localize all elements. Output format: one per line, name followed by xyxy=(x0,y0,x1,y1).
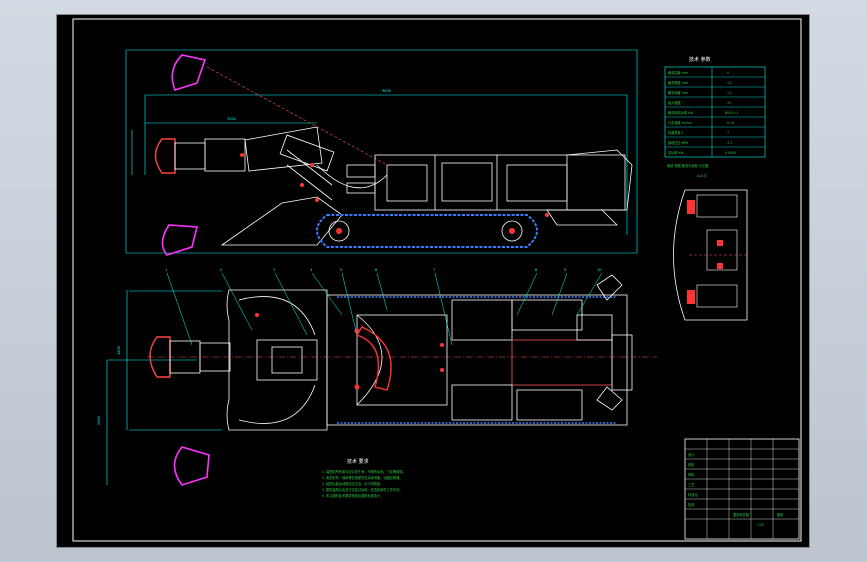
dim-width: 2600 xyxy=(97,416,101,425)
balloon-1: 1 xyxy=(165,268,167,272)
note-2: 2. 各密封件、轴承等在装配时应涂润滑脂，油路应畅通。 xyxy=(322,475,403,480)
balloon-3: 3 xyxy=(273,268,275,272)
drawing-name: 掘进机总图 xyxy=(733,512,749,517)
leader-lines xyxy=(166,272,603,346)
balloon-9: 9 xyxy=(564,268,566,272)
machine-body xyxy=(346,149,633,211)
param-value: 0 xyxy=(727,71,729,75)
top-pivot-points xyxy=(255,313,444,390)
top-boom xyxy=(169,289,328,431)
top-body xyxy=(326,294,633,426)
title-block-rows: 设计 校核 审核 工艺 标准化 批准 xyxy=(688,452,698,507)
param-value: 1.2 xyxy=(727,81,732,85)
part-balloons: 1 2 3 4 5 6 7 8 9 10 xyxy=(165,268,601,272)
param-name: 截割高度 mm xyxy=(668,70,688,75)
top-view: 2600 1800 xyxy=(97,268,657,486)
loading-apron xyxy=(220,196,343,246)
title-block: 设计 校核 审核 工艺 标准化 批准 掘进机总图 1:20 图纸 xyxy=(684,438,800,540)
tb-row-label: 校核 xyxy=(688,462,695,467)
top-dimension-lines xyxy=(106,290,222,485)
param-value: 0.14 xyxy=(727,121,734,125)
param-name: 总功率 kW xyxy=(668,150,684,155)
crawler-track xyxy=(316,214,538,248)
tech-param-rows: 截割高度 mm 0 截割宽度 mm 1.2 截割深度 mm 1.2 最大坡度 °… xyxy=(668,70,738,155)
tb-row-label: 批准 xyxy=(688,502,695,507)
cutter-head-top-swing xyxy=(173,446,210,486)
note-1: 1. 装配前所有零件应清洗干净，不得有毛刺、飞边等缺陷。 xyxy=(322,469,406,474)
param-name: 接地比压 MPa xyxy=(668,140,688,145)
param-name: 截割深度 mm xyxy=(668,90,688,95)
balloon-7: 7 xyxy=(433,268,435,272)
param-value: 7 xyxy=(727,131,729,135)
tech-table-title: 技术 参数 xyxy=(689,56,711,63)
dim-height: 1800 xyxy=(117,346,121,355)
cutter-head-lower xyxy=(161,224,199,256)
param-name: 最大坡度 ° xyxy=(668,100,684,105)
param-name: 截割电机功率 kW xyxy=(668,110,694,115)
tech-param-table: 技术 参数 截割高度 mm 0 截割宽度 mm 1.2 截割深度 mm 1.2 … xyxy=(664,56,766,158)
top-tracks xyxy=(337,296,617,424)
tb-row-label: 标准化 xyxy=(688,492,698,497)
side-dimension-lines xyxy=(125,49,638,254)
cutting-boom xyxy=(174,126,388,201)
inner-frame xyxy=(72,18,802,542)
balloon-2: 2 xyxy=(220,268,222,272)
note-4: 4. 整机装配后应进行空载试运转，检查各部件工作情况。 xyxy=(322,487,403,492)
cutter-head-top-front xyxy=(149,336,171,378)
drawing-sheet: 9800 3200 xyxy=(56,14,810,548)
param-value: 0.0000 xyxy=(725,151,736,155)
aux-section-view: 局部 视图 截割头剖面 示意图 A-A 向 xyxy=(667,163,749,321)
balloon-6: 6 xyxy=(375,268,377,272)
side-view: 9800 3200 xyxy=(125,49,638,256)
balloon-5: 5 xyxy=(340,268,342,272)
note-5: 5. 未注明的技术要求按相应国家标准执行。 xyxy=(322,493,383,498)
dim-boom-length: 3200 xyxy=(227,117,236,121)
dim-overall-length: 9800 xyxy=(382,89,391,93)
drawing-canvas: 9800 3200 xyxy=(72,18,802,542)
drawing-scale: 1:20 xyxy=(757,523,764,527)
tb-row-label: 工艺 xyxy=(688,482,694,487)
tb-row-label: 审核 xyxy=(688,472,695,477)
balloon-10: 10 xyxy=(597,268,601,272)
gathering-arms xyxy=(596,274,623,411)
param-value: 15 xyxy=(727,101,731,105)
conveyor-tail-side xyxy=(546,209,618,226)
cutter-head-upper xyxy=(171,54,207,91)
technical-notes: 技术 要求 1. 装配前所有零件应清洗干净，不得有毛刺、飞边等缺陷。 2. 各密… xyxy=(322,458,406,498)
pivot-points xyxy=(240,153,549,217)
param-name: 行走速度 m/min xyxy=(668,120,692,125)
slewing-ring xyxy=(355,326,392,391)
swing-centerline xyxy=(206,66,388,166)
param-name: 机器重量 t xyxy=(668,130,684,135)
param-name: 截割宽度 mm xyxy=(668,80,688,85)
notes-title: 技术 要求 xyxy=(347,458,369,465)
balloon-4: 4 xyxy=(310,268,313,272)
param-value: 3.3 xyxy=(727,141,732,145)
aux-view-subtitle: A-A 向 xyxy=(697,173,707,178)
note-3: 3. 装配后各运动部件应灵活，无卡滞现象。 xyxy=(322,481,383,486)
cutter-head-positions xyxy=(161,54,207,256)
param-value: 1.2 xyxy=(727,91,732,95)
tb-row-label: 设计 xyxy=(688,452,695,457)
balloon-8: 8 xyxy=(535,268,537,272)
aux-view-title: 局部 视图 截割头剖面 示意图 xyxy=(667,163,708,168)
drawing-sheet-label: 图纸 xyxy=(777,512,784,517)
cutter-head-front xyxy=(154,138,176,174)
param-value: BU01+1 xyxy=(725,111,738,115)
